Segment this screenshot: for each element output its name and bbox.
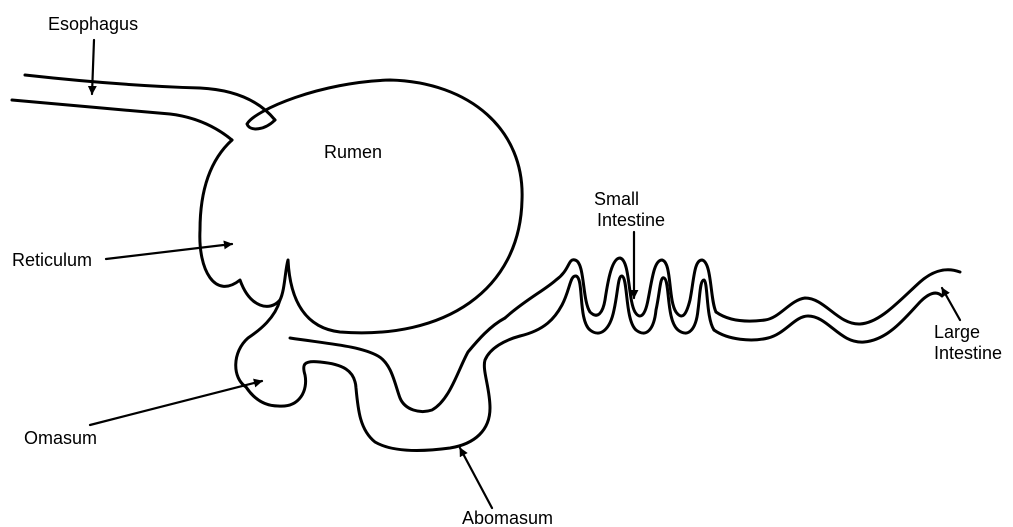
esophagus-shape [12, 75, 275, 140]
rumen-reticulum-shape [200, 80, 522, 333]
small-intestine-shape [505, 258, 716, 336]
reticulum-label: Reticulum [12, 250, 92, 270]
omasum-label: Omasum [24, 428, 97, 448]
large-intestine-shape [714, 270, 960, 342]
label-pointers [90, 40, 960, 508]
reticulum-pointer [106, 244, 232, 259]
omasum-pointer [90, 381, 262, 425]
large-intestine-label-line2: Intestine [934, 343, 1002, 363]
large-intestine-label-line1: Large [934, 322, 980, 342]
abomasum-pointer [460, 448, 492, 508]
esophagus-label: Esophagus [48, 14, 138, 34]
rumen-label: Rumen [324, 142, 382, 162]
labels: Esophagus Rumen Reticulum Omasum Abomasu… [12, 14, 1002, 527]
small-intestine-label-line1: Small [594, 189, 639, 209]
small-intestine-label-line2: Intestine [597, 210, 665, 230]
large-intestine-pointer [942, 288, 960, 320]
abomasum-label: Abomasum [462, 508, 553, 527]
abomasum-shape [290, 318, 520, 450]
esophagus-pointer [92, 40, 94, 94]
